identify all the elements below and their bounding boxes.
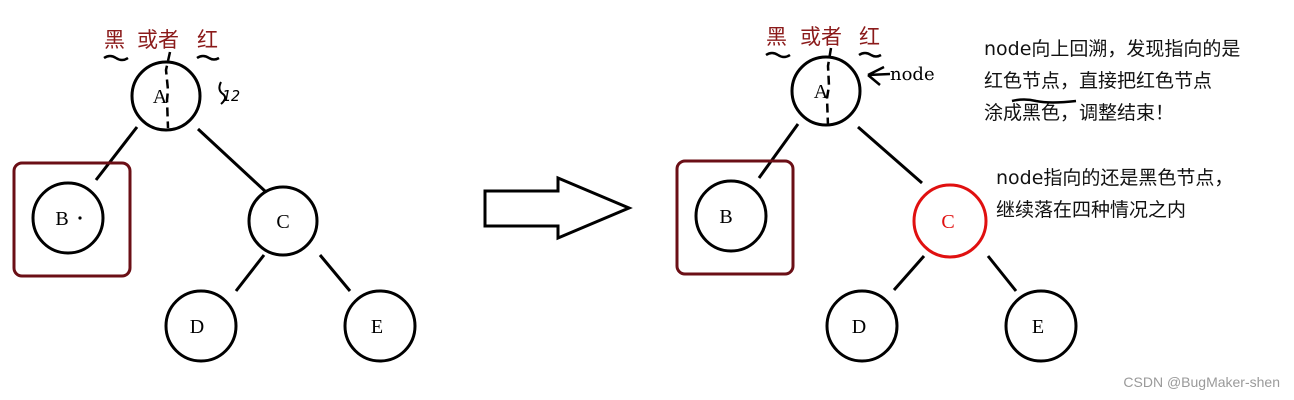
- note-black-node-line-1: node指向的还是黑色节点，: [996, 167, 1234, 189]
- note-backtrack: node向上回溯，发现指向的是 红色节点，直接把红色节点 涂成黑色，调整结束！: [984, 33, 1240, 129]
- right-node-d: [825, 289, 899, 363]
- right-node-b-label: B: [719, 206, 732, 228]
- left-scribble: 12: [222, 87, 240, 105]
- left-scribble-stroke: [218, 81, 227, 105]
- right-highlight-box: [675, 159, 795, 276]
- left-edge-c-e: [318, 254, 352, 292]
- right-edge-a-b: [757, 123, 800, 179]
- left-edge-c-d: [234, 254, 266, 292]
- right-node-e-label: E: [1032, 316, 1044, 338]
- note-underline-mark: [1011, 98, 1077, 104]
- right-node-e: [1004, 289, 1078, 363]
- left-label-or: 或者: [137, 28, 179, 52]
- note-backtrack-line-1: node向上回溯，发现指向的是: [984, 38, 1241, 60]
- left-label-black: 黑: [104, 28, 125, 52]
- left-edge-a-c: [196, 127, 268, 194]
- left-node-a-label: A: [153, 86, 168, 108]
- left-node-b-label: B: [55, 208, 68, 230]
- right-node-b: [694, 179, 768, 253]
- right-root-dashed-mark: [825, 47, 833, 127]
- right-label-black: 黑: [766, 25, 787, 49]
- left-label-red: 红: [197, 28, 218, 52]
- right-tree: 黑 或者 红 A B C D E node: [675, 25, 1078, 363]
- left-node-c: [247, 185, 319, 257]
- left-tree: 黑 或者 红 A B C D E 12: [12, 28, 417, 363]
- right-label-or: 或者: [800, 25, 842, 49]
- left-root-dashed-mark: [164, 51, 172, 129]
- right-red-underline: [858, 51, 882, 58]
- right-edge-c-d: [892, 255, 926, 291]
- right-black-underline: [765, 51, 791, 59]
- note-backtrack-line-2: 红色节点，直接把红色节点: [984, 70, 1213, 92]
- right-node-d-label: D: [852, 316, 866, 338]
- watermark: CSDN @BugMaker-shen: [1123, 374, 1280, 390]
- left-node-d-label: D: [190, 316, 204, 338]
- node-pointer-arrow-icon: [867, 65, 891, 86]
- left-node-e-label: E: [371, 316, 383, 338]
- right-label-red: 红: [859, 25, 880, 49]
- left-black-underline: [103, 54, 129, 62]
- note-black-node: node指向的还是黑色节点， 继续落在四种情况之内: [996, 162, 1233, 226]
- left-node-e: [343, 289, 417, 363]
- node-pointer-label: node: [890, 64, 935, 85]
- right-node-c-label: C: [941, 211, 954, 233]
- right-node-a: [790, 55, 862, 127]
- right-node-c-red: [912, 183, 988, 259]
- left-red-underline: [196, 54, 220, 61]
- transition-arrow: [483, 175, 633, 241]
- right-edge-a-c: [857, 125, 923, 185]
- left-node-b: [31, 181, 105, 255]
- note-black-node-line-2: 继续落在四种情况之内: [996, 199, 1187, 221]
- right-node-a-label: A: [814, 81, 829, 103]
- left-node-d: [164, 289, 238, 363]
- left-edge-a-b: [94, 126, 139, 181]
- left-node-b-dot: [78, 216, 82, 220]
- left-node-a: [130, 60, 202, 132]
- right-edge-c-e: [986, 255, 1018, 292]
- left-node-c-label: C: [276, 211, 289, 233]
- note-backtrack-line-3: 涂成黑色，调整结束！: [984, 102, 1175, 124]
- left-highlight-box: [12, 161, 132, 278]
